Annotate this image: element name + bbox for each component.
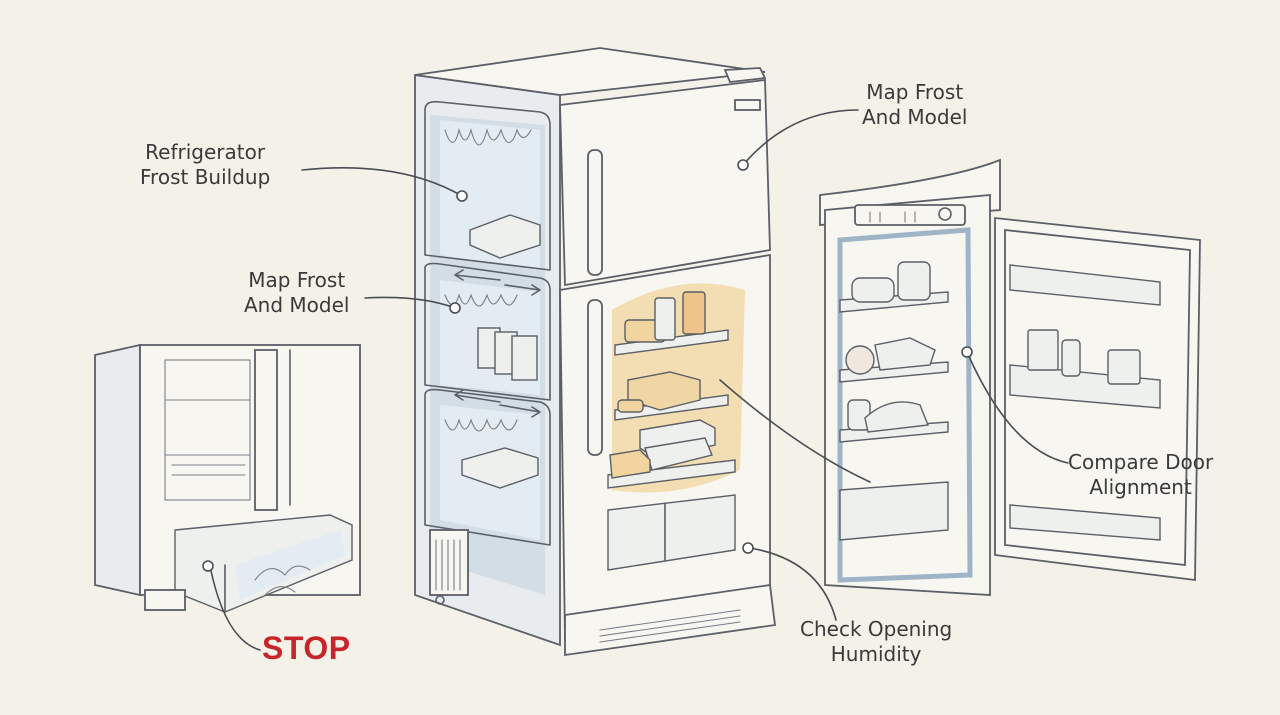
callout-map-frost-left-line2: And Model xyxy=(244,293,350,317)
callout-opening-humidity-line1: Check Opening xyxy=(800,617,953,641)
stop-marker xyxy=(202,560,214,572)
stop-label: STOP xyxy=(262,630,351,666)
callout-frost-buildup-line1: Refrigerator xyxy=(145,140,266,164)
callout-frost-buildup: Refrigerator Frost Buildup xyxy=(140,140,270,190)
left-small-fridge xyxy=(94,343,361,613)
callout-opening-humidity-line2: Humidity xyxy=(830,642,922,666)
right-open-fridge xyxy=(819,158,1201,596)
callout-map-frost-right-line2: And Model xyxy=(862,105,968,129)
map-frost-right-marker xyxy=(737,159,749,171)
callout-door-alignment-line1: Compare Door xyxy=(1068,450,1214,474)
callout-map-frost-left-line1: Map Frost xyxy=(248,268,346,292)
callout-opening-humidity: Check Opening Humidity xyxy=(800,617,952,667)
opening-humidity-marker xyxy=(742,542,754,554)
callout-frost-buildup-line2: Frost Buildup xyxy=(140,165,271,189)
main-fridge xyxy=(414,47,777,657)
map-frost-left-marker xyxy=(449,302,461,314)
door-alignment-marker xyxy=(961,346,973,358)
callout-door-alignment-line2: Alignment xyxy=(1089,475,1192,499)
callout-map-frost-right: Map Frost And Model xyxy=(862,80,967,130)
callout-map-frost-right-line1: Map Frost xyxy=(866,80,964,104)
leader-lines xyxy=(202,109,1069,651)
frost-buildup-marker xyxy=(456,190,468,202)
callout-map-frost-left: Map Frost And Model xyxy=(244,268,349,318)
callout-door-alignment: Compare Door Alignment xyxy=(1068,450,1213,500)
